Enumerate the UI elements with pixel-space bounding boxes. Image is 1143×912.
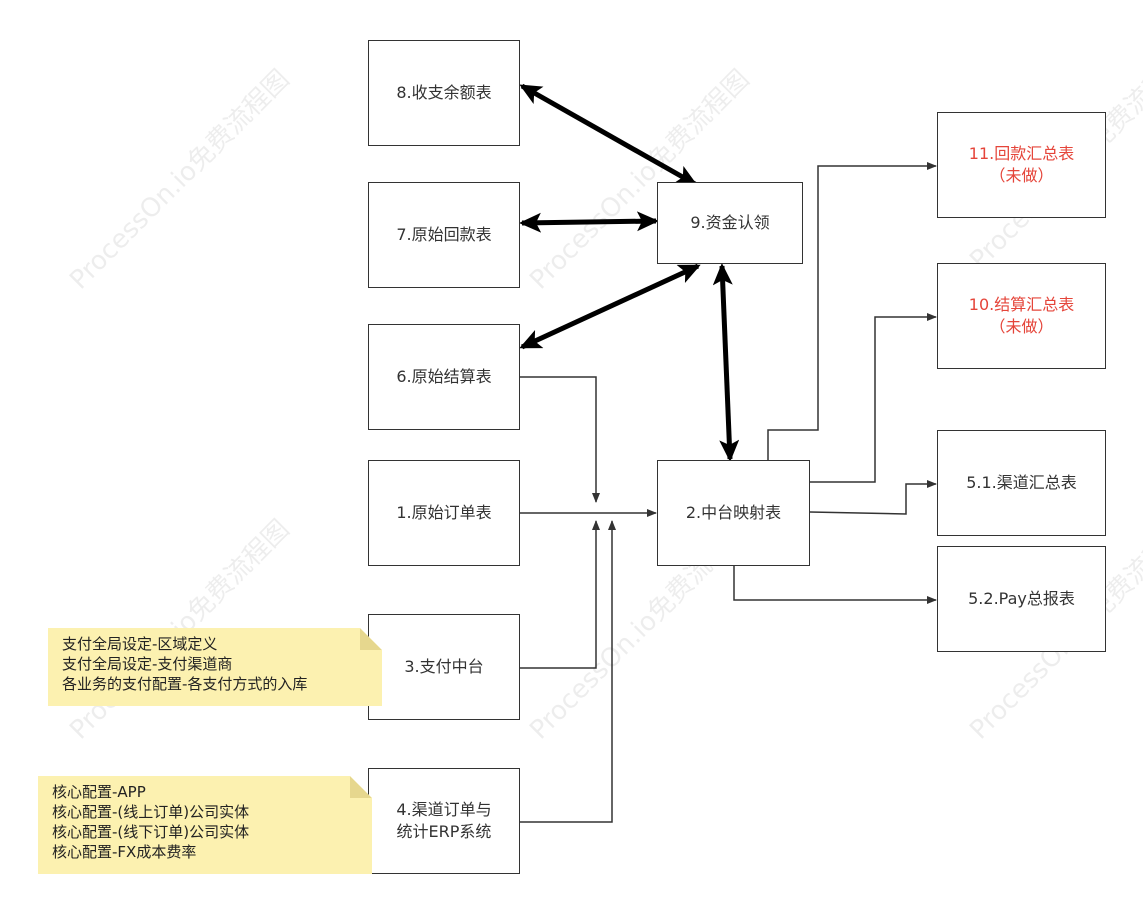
edge-2-to-52 xyxy=(733,566,937,604)
node-label: 5.2.Pay总报表 xyxy=(968,589,1075,608)
node-pay-total-report[interactable]: 5.2.Pay总报表 xyxy=(937,546,1106,652)
edge-2-to-10 xyxy=(810,313,937,483)
node-payment-platform[interactable]: 3.支付中台 xyxy=(368,614,520,720)
node-label: 1.原始订单表 xyxy=(396,503,492,522)
node-balance-table[interactable]: 8.收支余额表 xyxy=(368,40,520,146)
node-label: 2.中台映射表 xyxy=(685,503,782,522)
edge-9-2-bidirectional xyxy=(712,263,740,462)
note-line: 核心配置-FX成本费率 xyxy=(52,843,197,861)
node-label: 6.原始结算表 xyxy=(396,367,492,386)
edge-2-to-11 xyxy=(767,162,937,460)
edge-6-9-bidirectional xyxy=(519,263,701,350)
note-line: 各业务的支付配置-各支付方式的入库 xyxy=(62,675,308,693)
sticky-note-payment-config[interactable]: 支付全局设定-区域定义 支付全局设定-支付渠道商 各业务的支付配置-各支付方式的… xyxy=(48,628,382,706)
node-label: 9.资金认领 xyxy=(690,213,770,232)
node-label: 10.结算汇总表 （未做） xyxy=(968,295,1075,336)
node-original-settlement-table[interactable]: 6.原始结算表 xyxy=(368,324,520,430)
note-line: 支付全局设定-支付渠道商 xyxy=(62,655,233,673)
node-label: 4.渠道订单与 统计ERP系统 xyxy=(396,800,492,841)
node-original-collection-table[interactable]: 7.原始回款表 xyxy=(368,182,520,288)
note-line: 核心配置-(线上订单)公司实体 xyxy=(52,803,250,821)
node-label: 8.收支余额表 xyxy=(396,83,492,102)
edge-6-to-2 xyxy=(520,376,600,503)
note-line: 核心配置-APP xyxy=(52,783,146,801)
node-middle-platform-mapping[interactable]: 2.中台映射表 xyxy=(657,460,810,566)
sticky-note-core-config[interactable]: 核心配置-APP 核心配置-(线上订单)公司实体 核心配置-(线下订单)公司实体… xyxy=(38,776,372,874)
node-original-order-table[interactable]: 1.原始订单表 xyxy=(368,460,520,566)
note-line: 核心配置-(线下订单)公司实体 xyxy=(52,823,250,841)
edge-3-to-2 xyxy=(520,520,600,669)
note-line: 支付全局设定-区域定义 xyxy=(62,635,218,653)
edge-7-9-bidirectional xyxy=(519,211,659,233)
node-label: 7.原始回款表 xyxy=(396,225,492,244)
node-label: 5.1.渠道汇总表 xyxy=(966,473,1077,492)
node-label: 3.支付中台 xyxy=(404,657,484,676)
node-label: 11.回款汇总表 （未做） xyxy=(968,144,1075,185)
node-settlement-summary[interactable]: 10.结算汇总表 （未做） xyxy=(937,263,1106,369)
node-fund-claim[interactable]: 9.资金认领 xyxy=(657,182,803,264)
node-collection-summary[interactable]: 11.回款汇总表 （未做） xyxy=(937,112,1106,218)
node-channel-summary[interactable]: 5.1.渠道汇总表 xyxy=(937,430,1106,536)
edge-2-to-51 xyxy=(809,480,937,515)
edge-8-9-bidirectional xyxy=(519,83,698,187)
edge-4-to-2 xyxy=(520,520,616,823)
node-channel-order-erp[interactable]: 4.渠道订单与 统计ERP系统 xyxy=(368,768,520,874)
